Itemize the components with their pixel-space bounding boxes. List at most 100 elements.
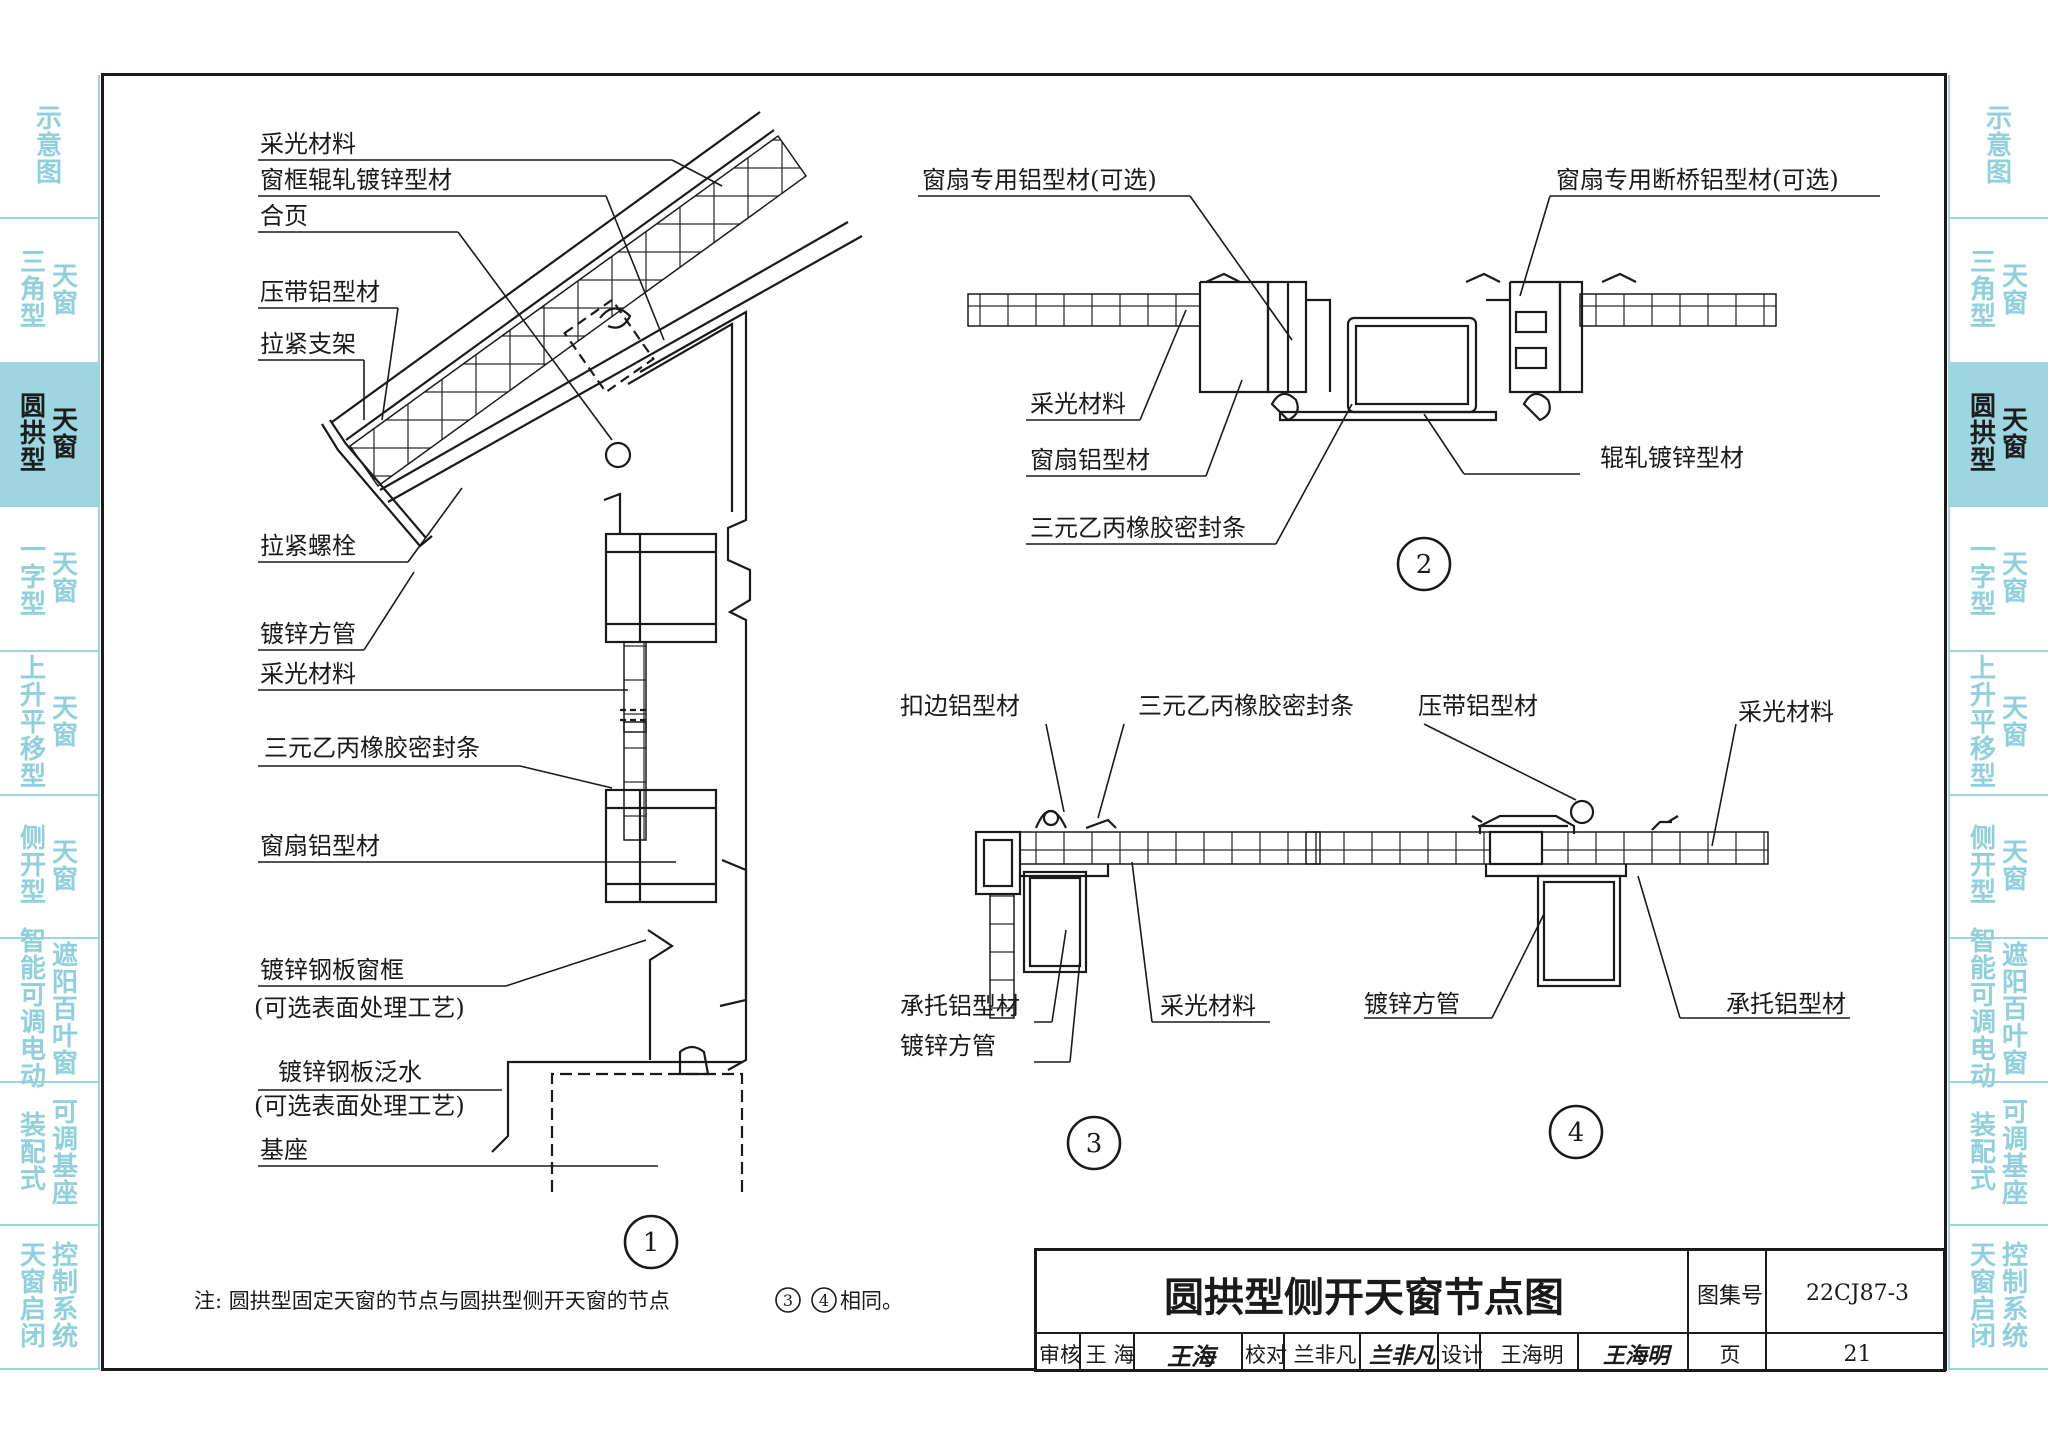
designer-signature: 王海明	[1602, 1343, 1669, 1369]
note-circle-4-number: 4	[819, 1291, 829, 1310]
label-d2-lighting: 采光材料	[1030, 390, 1126, 418]
sidebar-tab-schematic[interactable]: 示意图	[0, 75, 98, 219]
tab-label: 上升平移型	[1969, 653, 1996, 792]
detail-3-drawing	[974, 809, 1321, 1019]
detail-4-drawing	[1305, 799, 1769, 988]
label-d1-steel-frame: 镀锌钢板窗框	[260, 956, 404, 984]
label-d2-sash: 窗扇铝型材	[1030, 446, 1150, 474]
tab-label: 三角型	[1969, 248, 1996, 332]
sidebar-tab-lift[interactable]: 天窗上升平移型	[0, 652, 98, 796]
check-label: 校对	[1245, 1343, 1287, 1367]
label-d1-sash: 窗扇铝型材	[260, 832, 380, 860]
sidebar-tab-control[interactable]: 控制系统天窗启闭	[1950, 1226, 2048, 1370]
label-d1-hinge: 合页	[260, 202, 308, 230]
checker-signature: 兰非凡	[1368, 1343, 1435, 1369]
label-d1-frame-steel: 窗框辊轧镀锌型材	[260, 166, 452, 194]
label-d3-lighting: 采光材料	[1160, 992, 1256, 1020]
sidebar-tab-side-open[interactable]: 天窗侧开型	[1950, 796, 2048, 939]
note-circle-3-number: 3	[783, 1291, 793, 1310]
detail-1-number: 1	[643, 1228, 660, 1258]
drawing-title: 圆拱型侧开天窗节点图	[1164, 1274, 1564, 1321]
checker-name: 兰非凡	[1293, 1343, 1357, 1367]
tab-label: 天窗启闭	[1969, 1241, 1996, 1352]
detail-1-leaders	[258, 159, 723, 1167]
detail-4-callout	[1548, 1104, 1604, 1160]
detail-3-callout	[1066, 1115, 1122, 1171]
tab-label: 智能可调电动	[1969, 927, 1996, 1092]
detail-1-callout	[623, 1214, 679, 1270]
detail-3-leaders	[1034, 723, 1270, 1063]
detail-4-number: 4	[1568, 1118, 1585, 1148]
label-d2-roll-steel: 辊轧镀锌型材	[1600, 444, 1744, 472]
page-label: 页	[1719, 1343, 1741, 1367]
tab-label: 可调基座	[52, 1097, 79, 1209]
tab-label: 天窗	[2002, 549, 2029, 607]
reviewer-name: 王 海	[1085, 1343, 1135, 1367]
sidebar-tab-control[interactable]: 控制系统天窗启闭	[0, 1226, 98, 1370]
tab-label: 侧开型	[1969, 824, 1996, 908]
tab-label: 装配式	[1969, 1111, 1996, 1195]
detail-2-leaders	[918, 195, 1880, 545]
sidebar-tab-side-open[interactable]: 天窗侧开型	[0, 796, 98, 939]
label-d4-steel-tube: 镀锌方管	[1364, 990, 1460, 1018]
label-d4-lighting: 采光材料	[1738, 698, 1834, 726]
label-d3-support: 承托铝型材	[900, 992, 1020, 1020]
sidebar-tab-lift[interactable]: 天窗上升平移型	[1950, 652, 2048, 796]
label-d1-press-strip: 压带铝型材	[260, 278, 380, 306]
tab-label: 圆拱型	[19, 392, 46, 476]
tab-label: 一字型	[1969, 536, 1996, 620]
title-block: 圆拱型侧开天窗节点图 图集号 22CJ87-3 审核 王 海 王海 校对 兰非凡…	[1034, 1248, 1946, 1372]
tab-label: 三角型	[19, 248, 46, 332]
tab-label: 天窗	[2002, 837, 2029, 895]
sidebar-tab-linear[interactable]: 天窗一字型	[0, 507, 98, 652]
sidebar-tab-base[interactable]: 可调基座装配式	[0, 1083, 98, 1226]
tab-label: 上升平移型	[19, 653, 46, 792]
tab-label: 侧开型	[19, 824, 46, 908]
sidebar-tab-arch[interactable]: 天窗圆拱型	[0, 364, 98, 507]
label-d3-epdm: 三元乙丙橡胶密封条	[1138, 692, 1354, 720]
sidebar-tab-schematic[interactable]: 示意图	[1950, 75, 2048, 219]
tab-label: 天窗启闭	[19, 1241, 46, 1352]
sidebar-tab-louver[interactable]: 遮阳百叶窗智能可调电动	[1950, 929, 2048, 1091]
label-d1-tension-bolt: 拉紧螺栓	[260, 532, 356, 560]
note-text: 注: 圆拱型固定天窗的节点与圆拱型侧开天窗的节点	[194, 1289, 670, 1313]
note-circle-3	[775, 1287, 801, 1313]
sidebar-tab-arch[interactable]: 天窗圆拱型	[1950, 364, 2048, 507]
note-suffix: 相同。	[840, 1289, 903, 1313]
label-d4-press-strip: 压带铝型材	[1418, 692, 1538, 720]
review-label: 审核	[1039, 1343, 1081, 1367]
sidebar-tab-linear[interactable]: 天窗一字型	[1950, 507, 2048, 652]
label-d2-epdm: 三元乙丙橡胶密封条	[1030, 514, 1246, 542]
detail-2-callout	[1396, 536, 1452, 592]
label-d1-lighting-2: 采光材料	[260, 660, 356, 688]
label-d3-steel-tube: 镀锌方管	[900, 1032, 996, 1060]
tab-label: 天窗	[52, 261, 79, 319]
label-d3-edge-profile: 扣边铝型材	[900, 692, 1020, 720]
label-d1-flashing: 镀锌钢板泛水	[278, 1058, 422, 1086]
note-circle-4	[811, 1287, 837, 1313]
sidebar-tab-base[interactable]: 可调基座装配式	[1950, 1083, 2048, 1226]
tab-label: 天窗	[2002, 694, 2029, 751]
design-label: 设计	[1441, 1343, 1483, 1367]
right-sidebar: 示意图 天窗三角型 天窗圆拱型 天窗一字型 天窗上升平移型 天窗侧开型 遮阳百叶…	[1948, 75, 2048, 1370]
sidebar-tab-louver[interactable]: 遮阳百叶窗智能可调电动	[0, 929, 98, 1091]
tab-label: 天窗	[52, 405, 79, 463]
label-d1-steel-tube: 镀锌方管	[260, 620, 356, 648]
tab-label: 装配式	[19, 1111, 46, 1195]
sidebar-tab-triangle[interactable]: 天窗三角型	[0, 219, 98, 364]
tab-label: 天窗	[2002, 261, 2029, 319]
detail-2-drawing	[967, 272, 1777, 422]
tab-label: 天窗	[52, 549, 79, 607]
tab-label: 天窗	[52, 694, 79, 751]
page-number: 21	[1843, 1341, 1872, 1367]
label-d2-sash-profile: 窗扇专用铝型材(可选)	[922, 166, 1157, 194]
reviewer-signature: 王海	[1167, 1341, 1215, 1371]
label-d1-tension-bracket: 拉紧支架	[260, 330, 356, 358]
label-d1-optional-2: (可选表面处理工艺)	[254, 1092, 465, 1120]
tab-label: 示意图	[35, 103, 62, 188]
tab-label: 圆拱型	[1969, 392, 1996, 476]
tab-label: 智能可调电动	[19, 927, 46, 1092]
title-block-grid	[1034, 1248, 1946, 1372]
sidebar-tab-triangle[interactable]: 天窗三角型	[1950, 219, 2048, 364]
